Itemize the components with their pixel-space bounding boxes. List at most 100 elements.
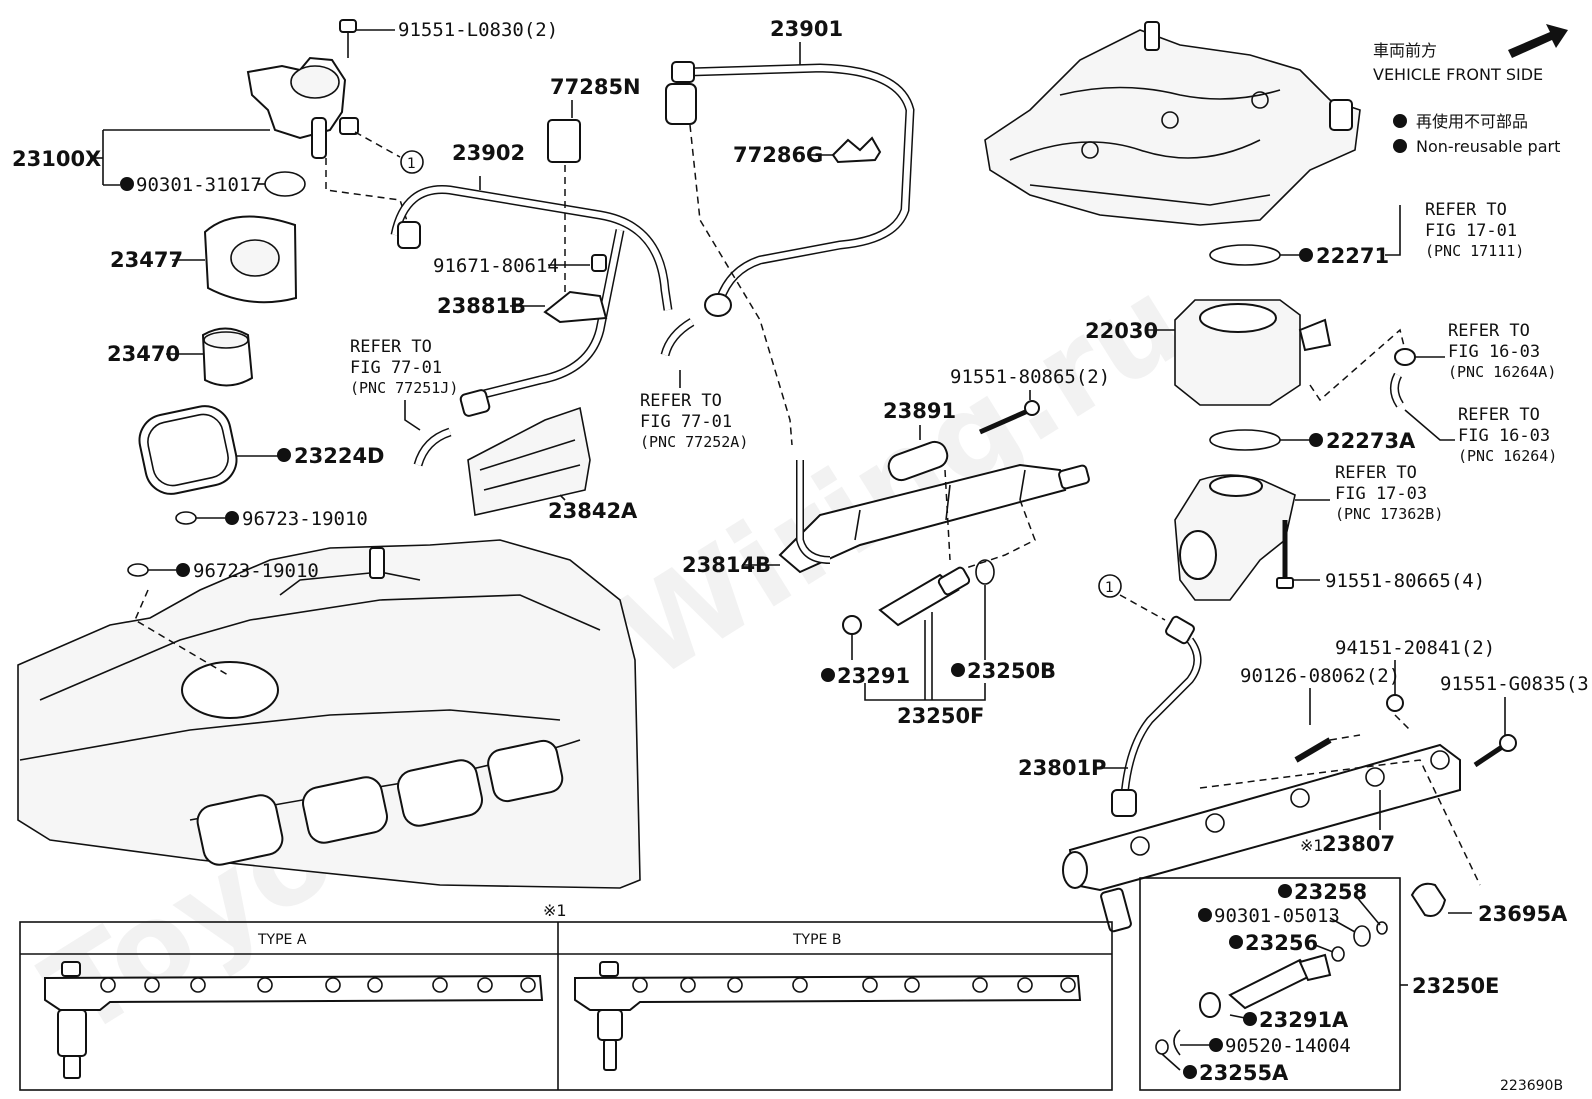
refer-17111-line3: (PNC 17111) bbox=[1425, 242, 1524, 260]
refer-77251J-line1: REFER TO bbox=[350, 337, 432, 357]
refer-16264A-line1: REFER TO bbox=[1448, 321, 1530, 341]
clamp-23695A bbox=[1410, 882, 1447, 917]
callout-90520-14004: 90520-14004 bbox=[1225, 1035, 1351, 1057]
callout-23807: 23807 bbox=[1322, 832, 1395, 856]
circle-ref-1-label: 1 bbox=[407, 156, 416, 172]
refer-17362B-line2: FIG 17-03 bbox=[1335, 484, 1427, 504]
refer-16264-line2: FIG 16-03 bbox=[1458, 426, 1550, 446]
refer-77251J-line3: (PNC 77251J) bbox=[350, 379, 458, 397]
damper-23891 bbox=[887, 440, 949, 482]
refer-17111-line1: REFER TO bbox=[1425, 200, 1507, 220]
figure-code: 223690B bbox=[1500, 1078, 1563, 1094]
refer-77251J-line2: FIG 77-01 bbox=[350, 358, 442, 378]
callout-22271: 22271 bbox=[1316, 244, 1389, 268]
callout-77286G: 77286G bbox=[733, 143, 823, 167]
throttle-body-group: 22030 REFER TO FIG 16-03 (PNC 16264A) RE… bbox=[1085, 299, 1557, 465]
callout-23100X: 23100X bbox=[12, 147, 101, 171]
note-mark-23807: ※1 bbox=[1300, 836, 1324, 855]
refer-77252A-line3: (PNC 77252A) bbox=[640, 433, 748, 451]
front-arrow-icon bbox=[1508, 24, 1568, 58]
callout-23256: 23256 bbox=[1245, 931, 1318, 955]
type-a-rail bbox=[44, 974, 544, 1011]
nonreusable-dot-icon bbox=[1393, 114, 1407, 128]
callout-91551-80665: 91551-80665(4) bbox=[1325, 570, 1485, 592]
circle-ref-1 bbox=[400, 150, 424, 174]
callout-77285N: 77285N bbox=[550, 75, 641, 99]
callout-90301-05013: 90301-05013 bbox=[1214, 905, 1340, 927]
callout-23814B: 23814B bbox=[682, 553, 771, 577]
callout-23470: 23470 bbox=[107, 342, 180, 366]
refer-16264A-line2: FIG 16-03 bbox=[1448, 342, 1540, 362]
callout-22273A: 22273A bbox=[1326, 429, 1416, 453]
callout-23250B: 23250B bbox=[967, 659, 1056, 683]
callout-23695A: 23695A bbox=[1478, 902, 1568, 926]
callout-94151-20841: 94151-20841(2) bbox=[1335, 637, 1495, 659]
callout-23291: 23291 bbox=[837, 664, 910, 688]
intake-manifold-group: REFER TO FIG 17-01 (PNC 17111) 22271 bbox=[984, 21, 1524, 268]
pipe-connector bbox=[665, 83, 697, 125]
callout-91551-80865: 91551-80865(2) bbox=[950, 366, 1110, 388]
refer-17111-line2: FIG 17-01 bbox=[1425, 221, 1517, 241]
fuel-pipe-23901-group: 23901 77286G REFER TO FIG 77-01 (PNC 772… bbox=[640, 17, 915, 451]
callout-23891: 23891 bbox=[883, 399, 956, 423]
type-b-heading: TYPE B bbox=[792, 932, 841, 948]
callout-23881B: 23881B bbox=[437, 294, 526, 318]
injector-kit-box: 23258 90301-05013 23256 23291A 90520-140… bbox=[1139, 877, 1499, 1091]
refer-17362B-line3: (PNC 17362B) bbox=[1335, 505, 1443, 523]
callout-23477: 23477 bbox=[110, 248, 183, 272]
callout-23902: 23902 bbox=[452, 141, 525, 165]
callout-23224D: 23224D bbox=[294, 444, 385, 468]
callout-91551-G0835: 91551-G0835(3) bbox=[1440, 673, 1592, 695]
refer-16264-line1: REFER TO bbox=[1458, 405, 1540, 425]
fuel-pipe-23902-group: 23902 77285N 91671-80614 23881B 23842A R… bbox=[350, 75, 673, 523]
callout-90301-31017: 90301-31017 bbox=[136, 174, 262, 196]
cover-23842A bbox=[467, 406, 591, 516]
rail-type-table: ※1 TYPE A TYPE B bbox=[19, 901, 1113, 1091]
callout-22030: 22030 bbox=[1085, 319, 1158, 343]
direction-label-jp: 車両前方 bbox=[1373, 41, 1437, 60]
direction-label-en: VEHICLE FRONT SIDE bbox=[1373, 65, 1543, 84]
fuel-pipe-23801P bbox=[1111, 789, 1137, 817]
refer-17362B-line1: REFER TO bbox=[1335, 463, 1417, 483]
type-b-rail bbox=[574, 974, 1082, 1011]
callout-90126-08062: 90126-08062(2) bbox=[1240, 665, 1400, 687]
fuel-pump-group: 91551-L0830(2) 1 23100X 90301-31017 2347… bbox=[12, 19, 558, 530]
injector-23250E bbox=[1228, 958, 1314, 1010]
callout-23258: 23258 bbox=[1294, 880, 1367, 904]
clamp-77286G bbox=[831, 136, 882, 164]
callout-91551-L0830: 91551-L0830(2) bbox=[398, 19, 558, 41]
delivery-pipe-23807-group: 1 23801P 94151-20841(2) 90126-08062(2) 9… bbox=[1018, 574, 1592, 933]
refer-16264A-line3: (PNC 16264A) bbox=[1448, 363, 1556, 381]
throttle-adapter-group: REFER TO FIG 17-03 (PNC 17362B) 91551-80… bbox=[1174, 463, 1485, 601]
gasket-22271 bbox=[1209, 244, 1281, 266]
callout-23291A: 23291A bbox=[1259, 1008, 1349, 1032]
refer-77252A-line1: REFER TO bbox=[640, 391, 722, 411]
callout-23250E: 23250E bbox=[1412, 974, 1499, 998]
engine-block: 96723-19010 bbox=[17, 539, 641, 889]
callout-96723-19010-lower: 96723-19010 bbox=[193, 560, 319, 582]
nonreusable-label-en: Non-reusable part bbox=[1416, 137, 1560, 156]
legend: 車両前方 VEHICLE FRONT SIDE 再使用不可部品 Non-reus… bbox=[1373, 24, 1568, 156]
note-mark-table: ※1 bbox=[543, 901, 567, 920]
callout-23901: 23901 bbox=[770, 17, 843, 41]
type-a-heading: TYPE A bbox=[257, 932, 307, 948]
callout-91671-80614: 91671-80614 bbox=[433, 255, 559, 277]
injector-kit-frame bbox=[1139, 877, 1401, 1091]
nonreusable-label-jp: 再使用不可部品 bbox=[1416, 112, 1528, 131]
callout-23255A: 23255A bbox=[1199, 1061, 1289, 1085]
callout-96723-19010-upper: 96723-19010 bbox=[242, 508, 368, 530]
type-table-frame bbox=[19, 921, 1113, 1091]
callout-23842A: 23842A bbox=[548, 499, 638, 523]
refer-16264-line3: (PNC 16264) bbox=[1458, 447, 1557, 465]
gasket-22273A bbox=[1209, 429, 1281, 451]
clamp-77285N bbox=[547, 119, 581, 163]
refer-77252A-line2: FIG 77-01 bbox=[640, 412, 732, 432]
callout-23250F: 23250F bbox=[897, 704, 984, 728]
delivery-pipe-23814B-group: 91551-80865(2) 23891 23814B 23291 23250B… bbox=[682, 366, 1110, 728]
o-ring bbox=[264, 171, 306, 197]
nonreusable-dot-icon bbox=[1393, 139, 1407, 153]
circle-ref-1b-label: 1 bbox=[1105, 580, 1114, 596]
bracket-23881B bbox=[543, 290, 608, 324]
gasket-23224D bbox=[138, 405, 238, 495]
